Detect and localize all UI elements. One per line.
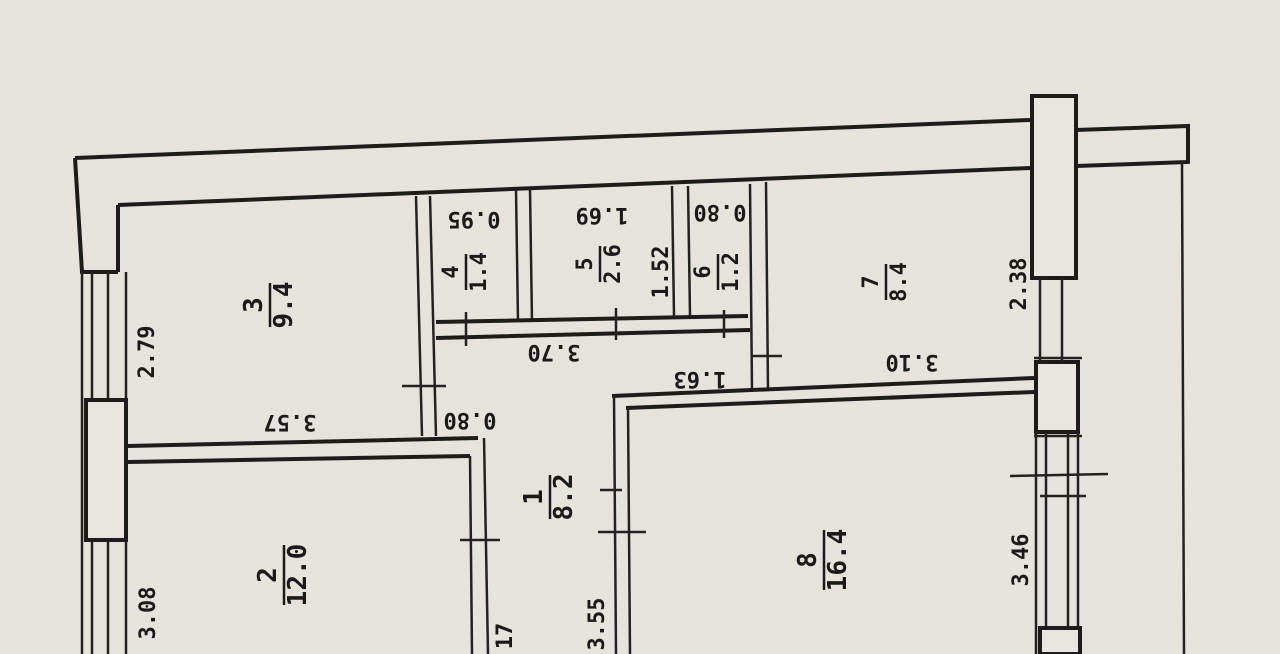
dim-346: 3.46 xyxy=(1009,534,1034,587)
dim-080-mid: 0.80 xyxy=(444,407,497,432)
room-5-number: 5 xyxy=(573,257,598,270)
room-2-number: 2 xyxy=(253,567,283,583)
room-6-number: 6 xyxy=(691,265,716,278)
room-5-area: 2.6 xyxy=(601,244,626,284)
room-8-area: 16.4 xyxy=(823,529,853,592)
room-7-label: 7 8.4 xyxy=(859,262,912,302)
room-4-number: 4 xyxy=(439,265,464,278)
room-8-number: 8 xyxy=(793,552,823,568)
room-2-label: 2 12.0 xyxy=(253,544,313,607)
dim-279: 2.79 xyxy=(135,326,160,379)
room-1-area: 8.2 xyxy=(549,474,579,521)
room-4-area: 1.4 xyxy=(467,252,492,292)
dim-238: 2.38 xyxy=(1007,258,1032,311)
dim-357: 3.57 xyxy=(264,409,317,434)
room-2-area: 12.0 xyxy=(283,544,313,607)
dim-080-top: 0.80 xyxy=(694,199,747,224)
dim-169: 1.69 xyxy=(576,202,629,227)
room-4-label: 4 1.4 xyxy=(439,252,492,292)
room-3-area: 9.4 xyxy=(269,282,299,329)
dim-355: 3.55 xyxy=(585,598,610,651)
room-7-number: 7 xyxy=(859,275,884,288)
dim-152: 1.52 xyxy=(649,246,674,299)
interior-walls xyxy=(127,181,1035,654)
room-3-label: 3 9.4 xyxy=(239,282,299,329)
room-3-number: 3 xyxy=(239,297,269,313)
room-1-number: 1 xyxy=(519,489,549,505)
dim-308: 3.08 xyxy=(136,587,161,640)
room-6-label: 6 1.2 xyxy=(691,252,744,292)
room-5-label: 5 2.6 xyxy=(573,244,626,284)
dim-310: 3.10 xyxy=(886,349,939,374)
dim-17: 17 xyxy=(493,623,518,650)
room-1-label: 1 8.2 xyxy=(519,474,579,521)
dim-370: 3.70 xyxy=(528,339,581,364)
opening-ticks xyxy=(402,308,1109,542)
room-7-area: 8.4 xyxy=(887,262,912,302)
room-8-label: 8 16.4 xyxy=(793,529,853,592)
dim-095: 0.95 xyxy=(448,206,501,231)
dim-163: 1.63 xyxy=(674,366,727,391)
exterior-walls xyxy=(73,94,1190,654)
room-6-area: 1.2 xyxy=(719,252,744,292)
